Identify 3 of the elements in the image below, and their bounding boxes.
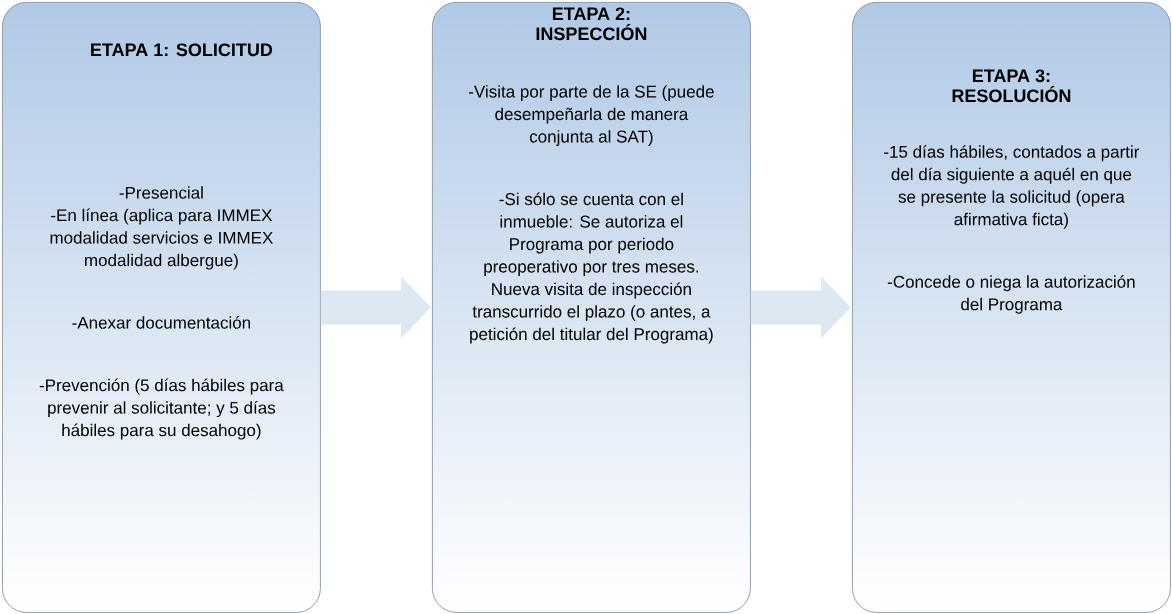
stage-box: ETAPA 3: RESOLUCIÓN -15 días hábiles, contados a partir del día siguiente a aquél en que se presente la solicitud (opera afirmativa ficta) -Concede o niega la autorización del Programa <box>852 2 1171 613</box>
stage-box: ETAPA 2: INSPECCIÓN -Visita por parte de la SE (puede desempeñarla de manera conjunta al SAT) -Si sólo se cuenta con el inmueble: Se autoriza el Programa por periodo preoperativo por tres meses. Nueva visita de inspección transcurrido el plazo (o antes, a petición del titular del Programa) <box>432 2 751 613</box>
stage-box: ETAPA 1: SOLICITUD -Presencial -En línea (aplica para IMMEX modalidad servicios e IMMEX modalidad albergue) -Anexar documentación -Prevención (5 días hábiles para prevenir al solicitante; y 5 días hábiles para su desahogo) <box>2 2 321 613</box>
